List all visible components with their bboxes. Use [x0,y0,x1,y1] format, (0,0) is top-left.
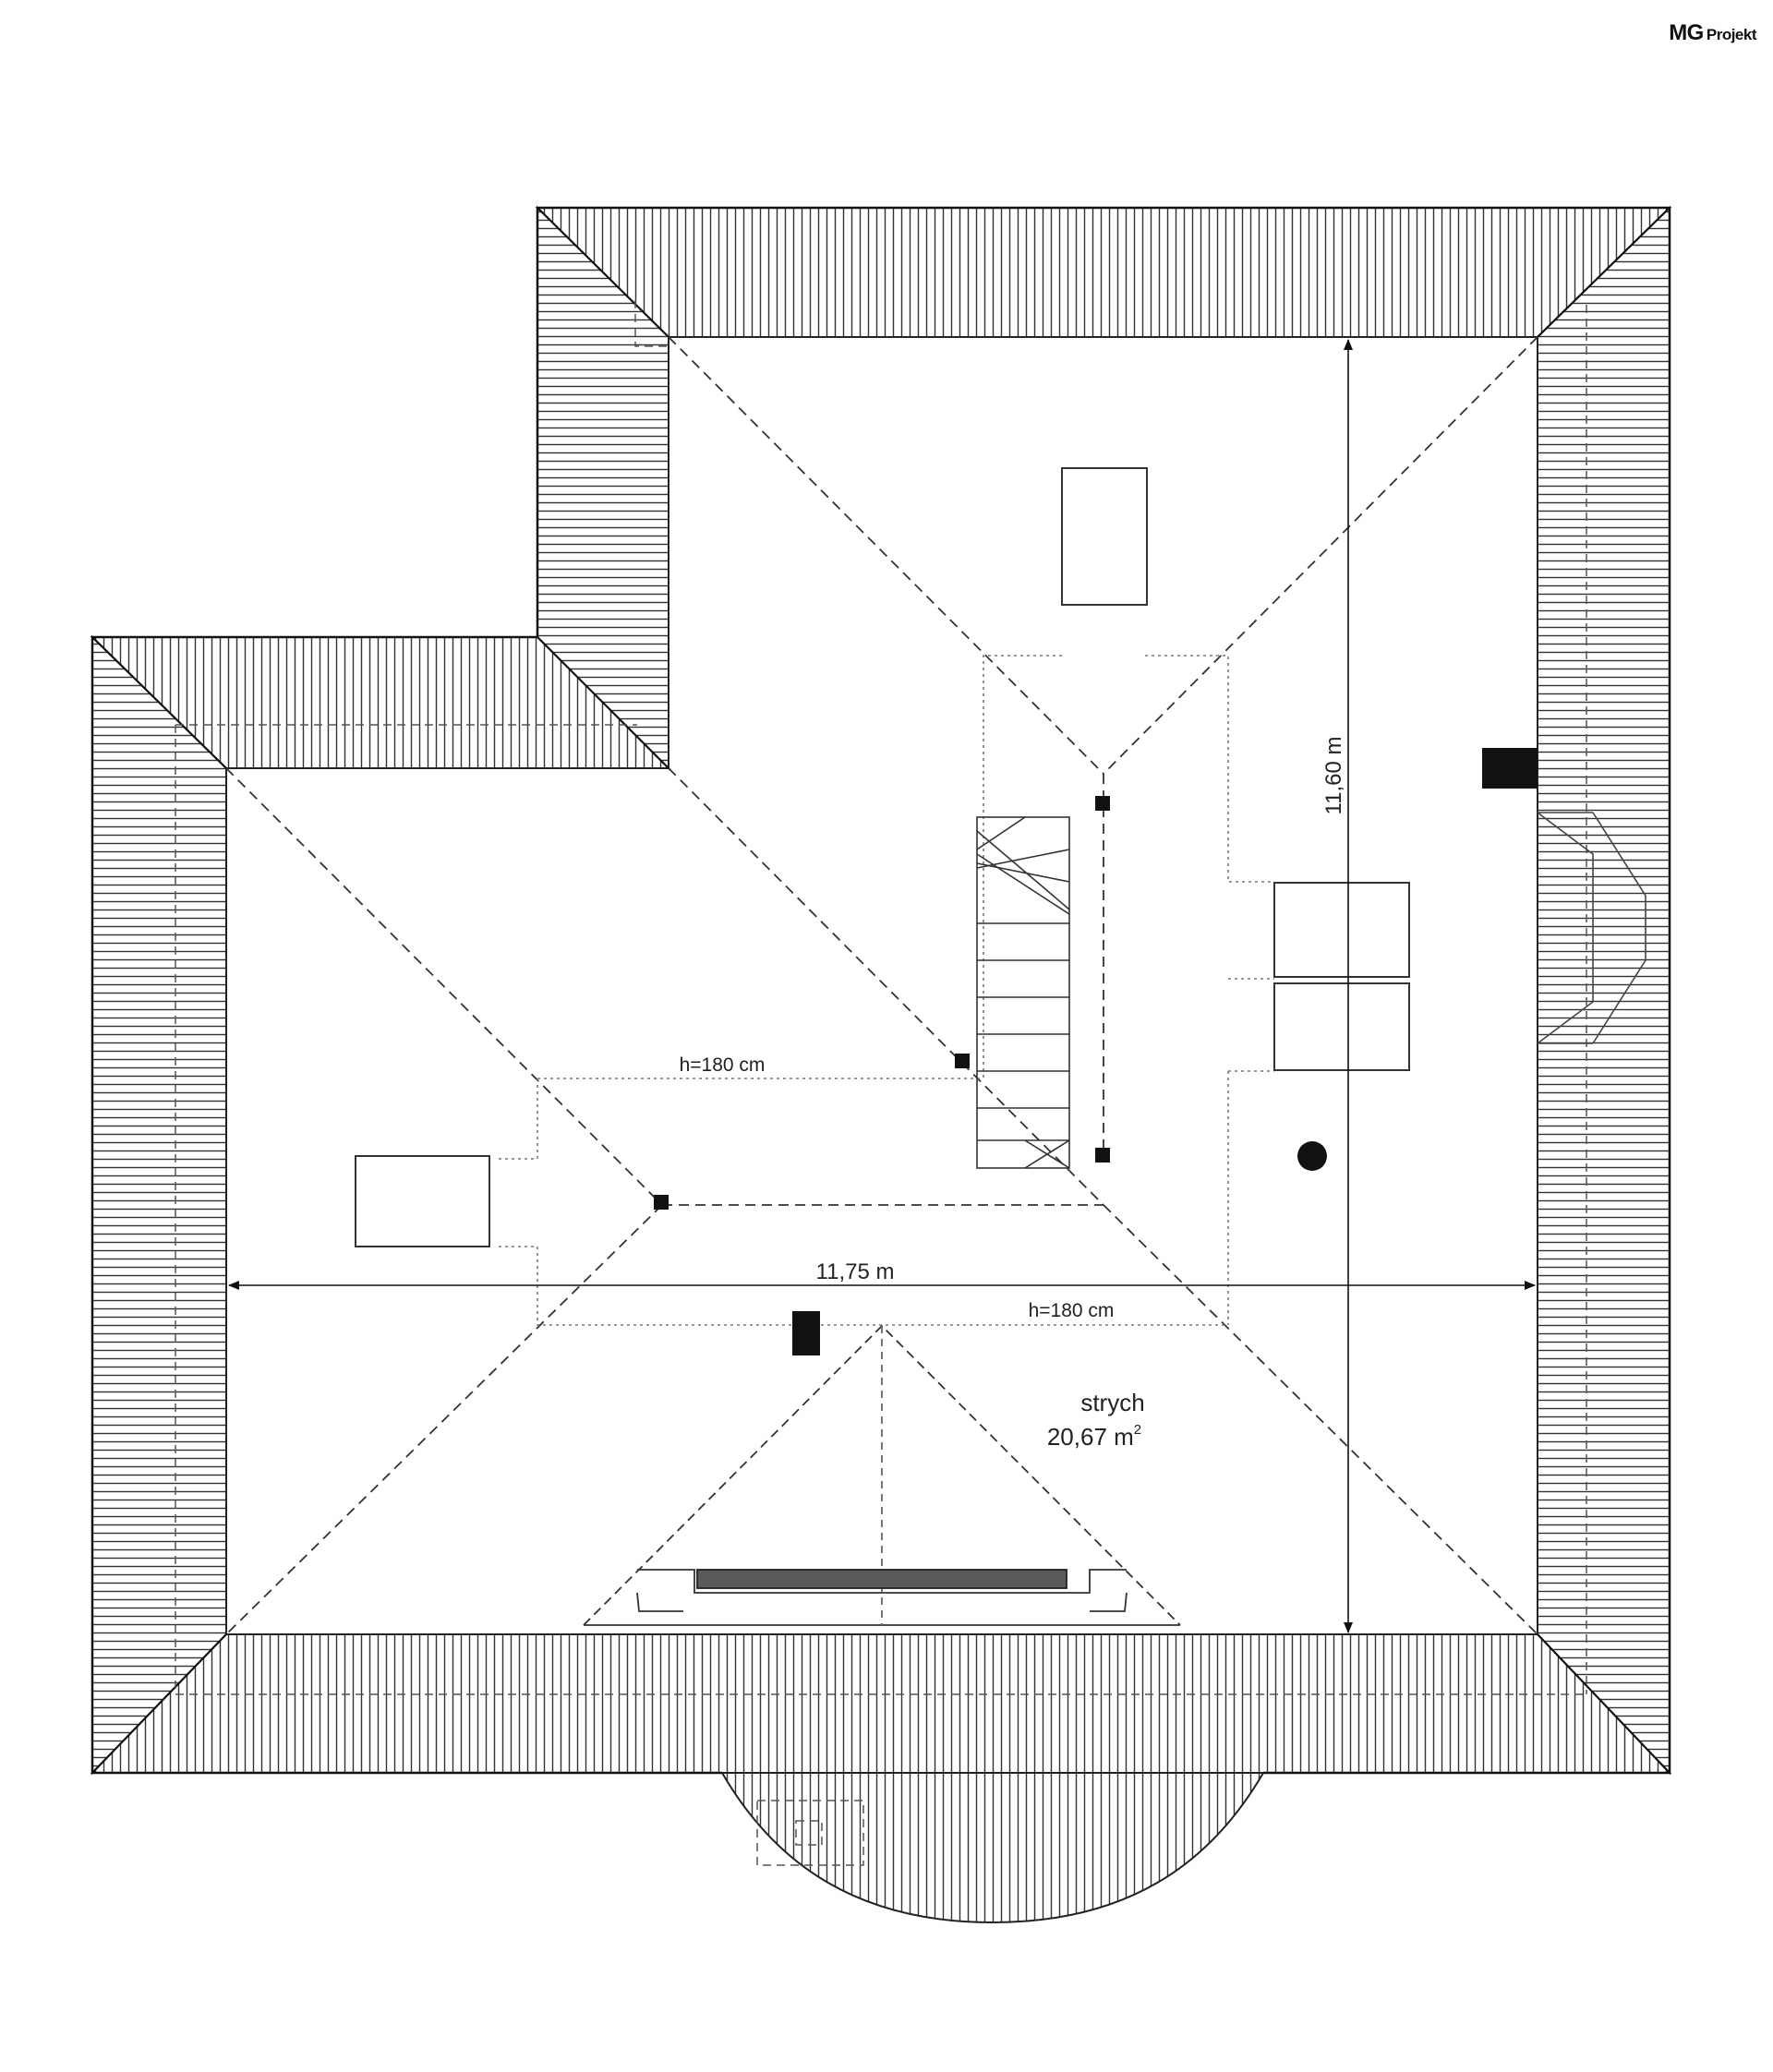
front-gable [583,1324,1181,1626]
skylight-right-lower [1273,982,1410,1071]
room-area: 20,67 m2 [1047,1422,1141,1451]
post-4 [654,1195,669,1210]
eave-top-upper [535,207,1672,338]
posts [654,748,1538,1355]
roof-eaves [90,205,1672,1924]
chimney-right [1482,748,1538,789]
ridge-lines [225,336,1538,1635]
height-label-lower: h=180 cm [1029,1300,1115,1321]
dimension-width-label: 11,75 m [816,1259,895,1284]
logo-suffix: Projekt [1706,26,1757,43]
staircase [976,816,1070,1169]
skylights [355,467,1410,1247]
post-2 [955,1054,970,1068]
post-3 [1095,1148,1110,1162]
right-dormer [1537,812,1646,1044]
room-name: strych [1080,1389,1144,1416]
wall-lines-dashed [175,300,1587,1866]
skylight-right-upper [1273,882,1410,978]
vent-pipe [1297,1141,1327,1171]
room-area-value: 20,67 m [1047,1423,1134,1451]
height-label-upper: h=180 cm [680,1054,766,1076]
bay-window-roof [720,1772,1265,1924]
eave-right [1537,205,1670,1776]
chimney-center [792,1311,820,1355]
logo-brand: MG [1669,20,1704,45]
hip-corners [91,207,1670,1774]
dimension-depth-label: 11,60 m [1321,737,1346,815]
skylight-top [1061,467,1148,606]
room-area-exponent: 2 [1134,1422,1141,1438]
post-1 [1095,796,1110,811]
eave-left-lower [91,634,227,1776]
eave-bottom [90,1633,1672,1774]
skylight-left [355,1155,490,1247]
roof-outline [90,206,1671,1775]
